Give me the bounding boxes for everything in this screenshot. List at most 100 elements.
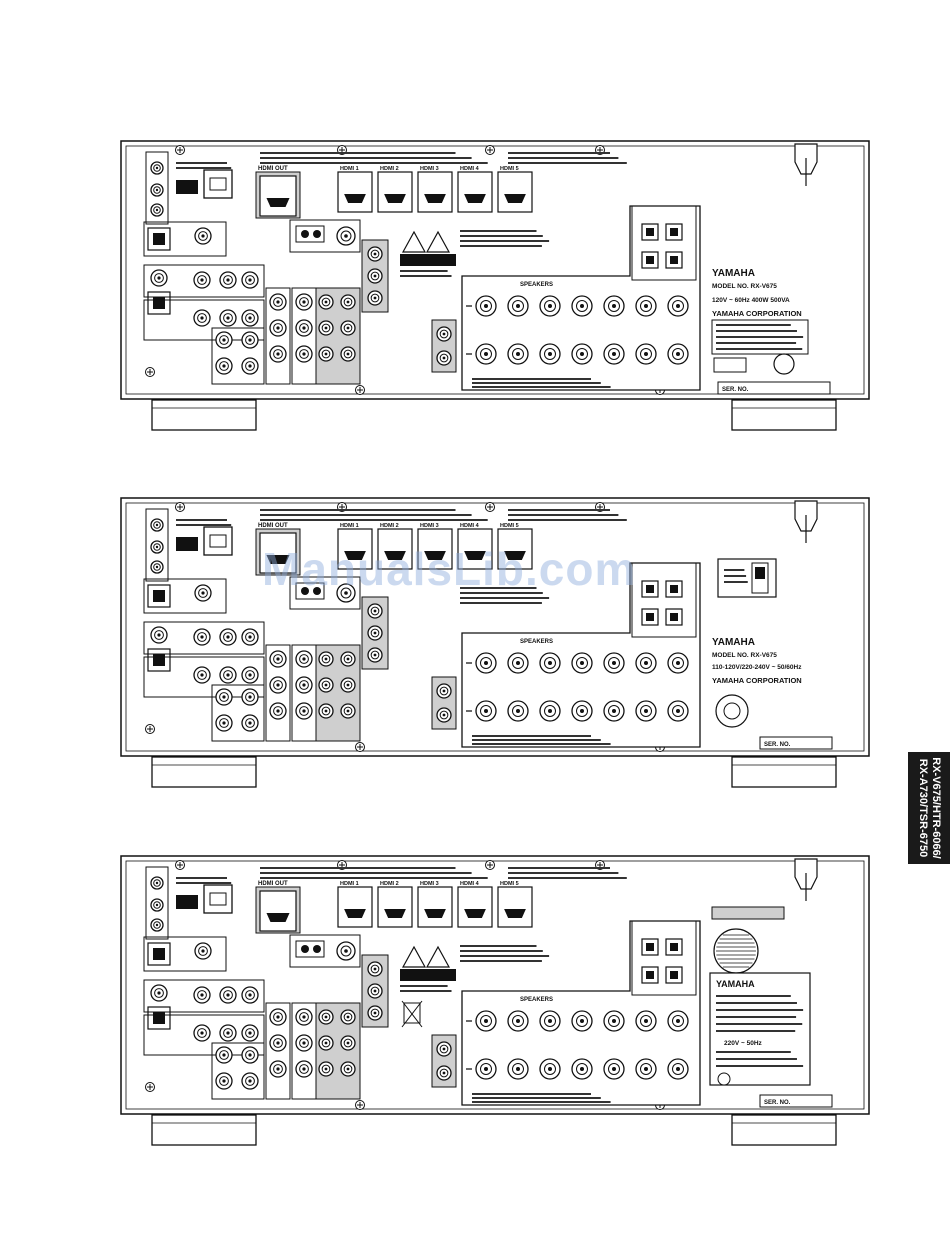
audio-jack-ring: [245, 335, 255, 345]
av-column-jack-pin: [302, 352, 306, 356]
hdmi-input-port-port: [424, 909, 446, 918]
hdmi-notice-text-2-line: [508, 519, 627, 521]
voltage-selector-knob: [755, 567, 765, 579]
attention-text-line: [400, 270, 448, 272]
component-video-jack-pin: [226, 316, 230, 320]
hdmi-input-port-port: [424, 551, 446, 560]
cert-mark: [713, 357, 747, 373]
component-jack-pin: [248, 635, 252, 639]
warning-notice-text-line: [460, 240, 550, 242]
audio-jack-ring: [219, 335, 229, 345]
attention-banner: [400, 969, 456, 981]
speaker-terminal-plus-pin: [484, 661, 488, 665]
ground-terminal: [715, 694, 749, 728]
speaker-terminal-plus-pin: [644, 661, 648, 665]
hdmi-input-port: [497, 528, 533, 570]
coaxial-input-pin: [201, 591, 205, 595]
av-column-jack-pin: [276, 1041, 280, 1045]
component-jack-ring: [245, 990, 255, 1000]
speaker-terminal-plus-pin: [580, 661, 584, 665]
speaker-polarity: [466, 1020, 472, 1070]
av-out-jack-pin: [346, 1067, 350, 1071]
serial-number-box: [759, 1094, 833, 1108]
av-out-jack-pin: [346, 657, 350, 661]
av-column-jack-pin: [302, 300, 306, 304]
av-column-jack-ring: [299, 349, 309, 359]
speaker-terminal-plus-pin: [644, 304, 648, 308]
audio-jack-pin: [248, 338, 252, 342]
av-column-a: [265, 287, 291, 385]
hdmi-input-port-port: [464, 909, 486, 918]
warning-notice-text-line: [460, 602, 542, 604]
speaker-terminal-minus-ring: [544, 348, 556, 360]
china-label-text-line: [716, 1009, 804, 1011]
av-column-jack-ring: [273, 1038, 283, 1048]
hdmi-notice-text-line: [260, 872, 472, 874]
audio-jack-ring: [245, 361, 255, 371]
av-out-jack-pin: [346, 326, 350, 330]
av-video-jack-pin: [157, 633, 161, 637]
hdmi-input-port: [457, 886, 493, 928]
av-column-jack-ring: [273, 1012, 283, 1022]
speaker-terminal-plus-pin: [612, 1019, 616, 1023]
av-column-jack-pin: [302, 1041, 306, 1045]
foot-left: [151, 399, 257, 431]
pre-out-jack-ring: [370, 249, 380, 259]
av-out-jack-pin: [324, 709, 328, 713]
serial-number-label: SER. NO.: [764, 1100, 791, 1106]
speaker-terminal-minus-ring: [480, 348, 492, 360]
zone-b-terminal-hole: [646, 585, 654, 593]
optical-input-shutter: [153, 233, 165, 245]
hdmi-input-port: [337, 528, 373, 570]
voltage-selector-text-line: [724, 569, 745, 571]
av-column-jack-pin: [276, 1067, 280, 1071]
hdmi-input-label: HDMI 4: [460, 166, 480, 172]
av-group-1: [143, 936, 227, 972]
component-video-jack-ring: [223, 313, 233, 323]
speaker-terminal-plus-pin: [548, 1019, 552, 1023]
chassis-inner: [125, 860, 865, 1110]
speaker-terminal-minus-pin: [612, 1067, 616, 1071]
av-column-jack-ring: [273, 680, 283, 690]
component-video-jack-pin: [200, 673, 204, 677]
remote-out-jack-ring: [153, 543, 161, 551]
speaker-caution-text-line: [472, 735, 591, 737]
hdmi-notice-text-line: [260, 877, 488, 879]
phono-jack-ring: [439, 686, 449, 696]
hdmi-input-port-port: [344, 909, 366, 918]
pre-out-jack-ring: [370, 964, 380, 974]
speaker-terminal-plus-ring: [608, 300, 620, 312]
speaker-terminal-minus-pin: [580, 352, 584, 356]
hdmi-input-port: [417, 171, 453, 213]
speaker-terminal-plus-ring: [480, 657, 492, 669]
pre-out-jack-pin: [373, 631, 377, 635]
component-jack-ring: [245, 275, 255, 285]
av-column-jack-pin: [276, 326, 280, 330]
av-out-jack-ring: [343, 323, 353, 333]
hdmi-input-label: HDMI 1: [340, 881, 359, 887]
audio-jack-pin: [248, 721, 252, 725]
am-antenna-screw: [313, 230, 321, 238]
component-jack-ring: [197, 275, 207, 285]
speaker-terminal-plus-pin: [516, 304, 520, 308]
av-out-jack-pin: [324, 1015, 328, 1019]
av-column-a: [265, 1002, 291, 1100]
phono-jack-pin: [442, 1047, 446, 1051]
serial-number-box: [717, 381, 831, 395]
hdmi-input-port-port: [344, 551, 366, 560]
hdmi-out-label: HDMI OUT: [258, 166, 288, 172]
av-video-jack-ring: [154, 273, 164, 283]
hdmi-notice-text-2-line: [508, 152, 610, 154]
speaker-terminal-plus-pin: [676, 661, 680, 665]
hdmi-notice-text-line: [260, 157, 472, 159]
warning-notice-text-line: [460, 592, 543, 594]
hdmi-input-label: HDMI 4: [460, 881, 480, 887]
warning-notice-text-line: [460, 945, 537, 947]
av-video-jack-ring: [154, 988, 164, 998]
usb-port: [176, 180, 198, 194]
phono-jack-ring: [439, 329, 449, 339]
speaker-terminal-minus-pin: [580, 1067, 584, 1071]
am-antenna-screw: [301, 945, 309, 953]
